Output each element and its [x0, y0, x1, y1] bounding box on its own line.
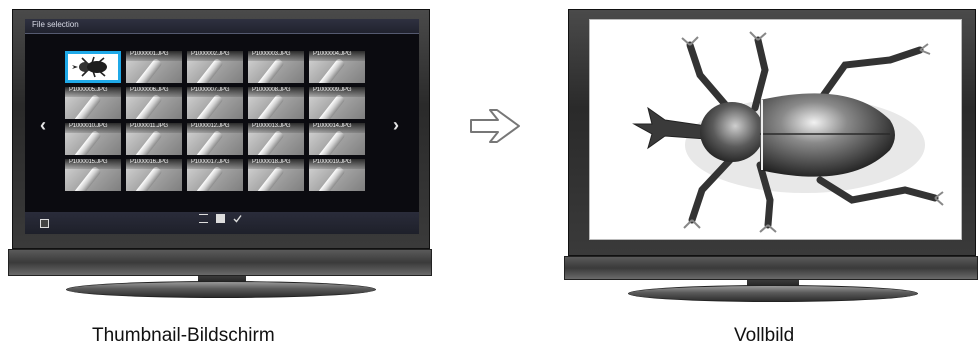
thumbnail-filename: P1000017.JPG — [191, 159, 229, 165]
thumbnail[interactable]: P1000013.JPG — [248, 123, 304, 155]
thumbnail[interactable]: P1000011.JPG — [126, 123, 182, 155]
thumbnail[interactable]: P1000014.JPG — [309, 123, 365, 155]
thumbnail-filename: P1000006.JPG — [130, 87, 168, 93]
caption-thumbnail-screen: Thumbnail-Bildschirm — [92, 325, 275, 347]
thumbnail[interactable]: P1000015.JPG — [65, 159, 121, 191]
fullscreen-image — [589, 19, 962, 240]
thumbnail-filename: P1000002.JPG — [191, 51, 229, 57]
thumbnail-filename: P1000005.JPG — [69, 87, 107, 93]
tv-bezel-bottom-left — [8, 249, 432, 276]
beetle-image — [590, 20, 961, 239]
thumbnail[interactable]: P1000008.JPG — [248, 87, 304, 119]
thumbnail-filename: P1000010.JPG — [69, 123, 107, 129]
thumbnail[interactable]: P1000007.JPG — [187, 87, 243, 119]
tv-stand-right — [628, 285, 918, 302]
thumbnail[interactable]: P1000018.JPG — [248, 159, 304, 191]
screen-bottom-bar — [25, 212, 419, 234]
thumbnail-filename: P1000008.JPG — [252, 87, 290, 93]
thumbnail[interactable]: P1000001.JPG — [126, 51, 182, 83]
arrow-right-icon — [468, 106, 524, 146]
prev-page-button[interactable]: ‹ — [40, 115, 46, 136]
beetle-thumbnail-icon — [68, 54, 118, 80]
sort-icon[interactable] — [199, 214, 208, 223]
thumbnail[interactable]: P1000005.JPG — [65, 87, 121, 119]
exit-icon[interactable] — [40, 219, 49, 228]
thumbnail[interactable]: P1000009.JPG — [309, 87, 365, 119]
thumbnail-filename: P1000009.JPG — [313, 87, 351, 93]
thumbnail[interactable]: P1000016.JPG — [126, 159, 182, 191]
thumbnail-grid: P1000001.JPG P1000002.JPG P1000003.JPG P100… — [65, 51, 365, 201]
thumbnail-filename: P1000018.JPG — [252, 159, 290, 165]
thumbnail-filename: P1000011.JPG — [130, 123, 168, 129]
thumbnail-filename: P1000016.JPG — [130, 159, 168, 165]
next-page-button[interactable]: › — [393, 115, 399, 136]
check-icon[interactable] — [233, 214, 242, 223]
thumbnail-filename: P1000015.JPG — [69, 159, 107, 165]
tv-bezel-bottom-right — [564, 256, 978, 280]
thumbnail[interactable]: P1000017.JPG — [187, 159, 243, 191]
thumbnail-filename: P1000001.JPG — [130, 51, 168, 57]
thumbnail[interactable]: P1000012.JPG — [187, 123, 243, 155]
thumbnail-filename: P1000003.JPG — [252, 51, 290, 57]
thumbnail[interactable]: P1000004.JPG — [309, 51, 365, 83]
thumbnail[interactable]: P1000019.JPG — [309, 159, 365, 191]
image-icon[interactable] — [216, 214, 225, 223]
thumbnail[interactable]: P1000006.JPG — [126, 87, 182, 119]
thumbnail[interactable]: P1000003.JPG — [248, 51, 304, 83]
thumbnail-filename: P1000019.JPG — [313, 159, 351, 165]
thumbnail[interactable]: P1000010.JPG — [65, 123, 121, 155]
thumbnail-filename: P1000007.JPG — [191, 87, 229, 93]
tv-stand-left — [66, 281, 376, 298]
screen-title: File selection — [32, 20, 79, 29]
thumbnail[interactable]: P1000002.JPG — [187, 51, 243, 83]
thumbnail-filename: P1000014.JPG — [313, 123, 351, 129]
thumbnail[interactable] — [65, 51, 121, 83]
thumbnail-screen: File selection ‹ › P1000001.JPG P1000002.… — [25, 19, 419, 234]
thumbnail-filename: P1000012.JPG — [191, 123, 229, 129]
screen-title-bar: File selection — [25, 19, 419, 34]
thumbnail-filename: P1000004.JPG — [313, 51, 351, 57]
thumbnail-filename: P1000013.JPG — [252, 123, 290, 129]
caption-fullscreen: Vollbild — [734, 325, 794, 347]
